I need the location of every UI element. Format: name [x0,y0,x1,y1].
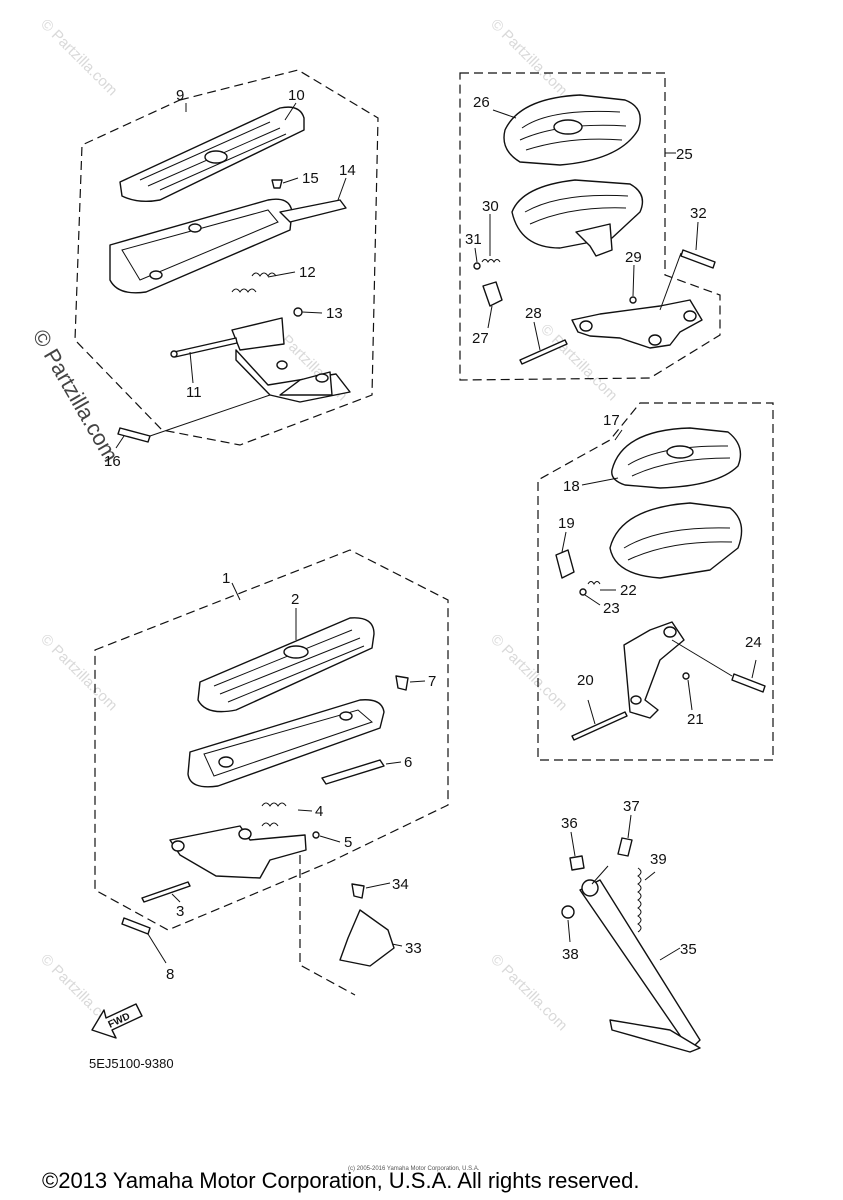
callout-19: 19 [558,515,575,532]
diagram-code: 5EJ5100-9380 [89,1056,174,1071]
watermark: © Partzilla.com [37,631,120,714]
callout-34: 34 [392,876,409,893]
watermark: © Partzilla.com [487,951,570,1034]
callout-13: 13 [326,305,343,322]
assembly-1 [94,549,449,996]
callout-15: 15 [302,170,319,187]
callout-9: 9 [176,87,184,104]
assembly-9 [74,69,379,449]
callout-39: 39 [650,851,667,868]
callout-10: 10 [288,87,305,104]
watermark-layer: © Partzilla.com © Partzilla.com © Partzi… [28,16,621,1034]
callout-7: 7 [428,673,436,690]
callout-12: 12 [299,264,316,281]
callout-2: 2 [291,591,299,608]
callout-3: 3 [176,903,184,920]
callout-8: 8 [166,966,174,983]
callout-11: 11 [186,384,202,401]
watermark: © Partzilla.com [487,16,570,99]
callout-30: 30 [482,198,499,215]
callout-37: 37 [623,798,640,815]
callout-25: 25 [676,146,693,163]
callout-24: 24 [745,634,762,651]
callout-33: 33 [405,940,422,957]
callout-23: 23 [603,600,620,617]
callout-18: 18 [563,478,580,495]
callout-28: 28 [525,305,542,322]
callout-1: 1 [222,570,230,587]
callout-21: 21 [687,711,704,728]
fwd-arrow-icon: FWD [91,1003,143,1039]
callout-31: 31 [465,231,482,248]
sidestand-assembly [561,814,701,1053]
callout-17: 17 [603,412,620,429]
callout-35: 35 [680,941,697,958]
copyright-footer: ©2013 Yamaha Motor Corporation, U.S.A. A… [42,1168,639,1193]
watermark: © Partzilla.com [37,16,120,99]
callout-38: 38 [562,946,579,963]
callout-20: 20 [577,672,594,689]
callout-layer: 1 2 3 4 5 6 7 8 9 10 11 12 13 14 15 16 1… [104,87,762,983]
callout-36: 36 [561,815,578,832]
watermark: © Partzilla.com [487,631,570,714]
callout-5: 5 [344,834,352,851]
small-copyright: (c) 2005-2016 Yamaha Motor Corporation, … [348,1166,480,1172]
assembly-25 [459,72,721,381]
callout-4: 4 [315,803,323,820]
assembly-17 [537,402,774,761]
callout-22: 22 [620,582,637,599]
callout-6: 6 [404,754,412,771]
callout-26: 26 [473,94,490,111]
callout-29: 29 [625,249,642,266]
callout-32: 32 [690,205,707,222]
callout-16: 16 [104,453,121,470]
watermark-main: © Partzilla.com [28,325,124,466]
callout-14: 14 [339,162,356,179]
callout-27: 27 [472,330,489,347]
